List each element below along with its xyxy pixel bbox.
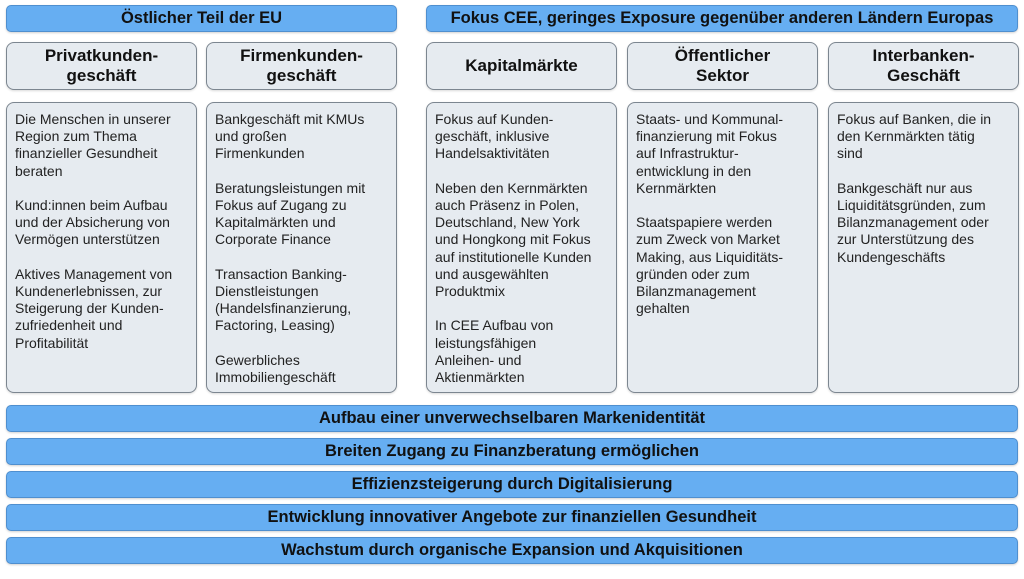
segment-body-public-sector: Staats- und Kommunal- finanzierung mit F… — [627, 102, 818, 393]
segment-body-capital-markets: Fokus auf Kunden- geschäft, inklusive Ha… — [426, 102, 617, 393]
banner-label: Aufbau einer unverwechselbaren Markenide… — [318, 409, 706, 427]
segment-body-interbank: Fokus auf Banken, die in den Kernmärkten… — [828, 102, 1019, 393]
banner-eastern-eu: Östlicher Teil der EU — [6, 5, 397, 32]
banner-label: Wachstum durch organische Expansion und … — [281, 541, 743, 559]
segment-header-retail: Privatkunden- geschäft — [6, 42, 197, 90]
segment-body-corporate: Bankgeschäft mit KMUs und großen Firmenk… — [206, 102, 397, 393]
banner-digitalisation: Effizienzsteigerung durch Digitalisierun… — [6, 471, 1018, 498]
segment-header-corporate: Firmenkunden- geschäft — [206, 42, 397, 90]
segment-paragraph: Die Menschen in unserer Region zum Thema… — [15, 111, 171, 179]
banner-label: Effizienzsteigerung durch Digitalisierun… — [351, 475, 673, 493]
segment-paragraph: Bankgeschäft nur aus Liquiditätsgründen,… — [837, 179, 989, 265]
banner-innovative-offers: Entwicklung innovativer Angebote zur fin… — [6, 504, 1018, 531]
segment-paragraph: Beratungsleistungen mit Fokus auf Zugang… — [215, 179, 366, 248]
segment-title: Öffentlicher Sektor — [674, 46, 771, 85]
segment-paragraph: Neben den Kernmärkten auch Präsenz in Po… — [435, 179, 592, 300]
segment-header-public-sector: Öffentlicher Sektor — [627, 42, 818, 90]
segment-header-capital-markets: Kapitalmärkte — [426, 42, 617, 90]
segment-paragraph: Aktives Management von Kundenerlebnissen… — [15, 265, 173, 351]
banner-label: Fokus CEE, geringes Exposure gegenüber a… — [450, 9, 994, 27]
segment-paragraph: Bankgeschäft mit KMUs und großen Firmenk… — [215, 111, 365, 162]
banner-label: Entwicklung innovativer Angebote zur fin… — [267, 508, 757, 526]
segment-paragraph: Transaction Banking- Dienstleistungen (H… — [215, 265, 352, 334]
segment-paragraph: Gewerbliches Immobiliengeschäft — [215, 351, 336, 385]
segment-paragraph: Fokus auf Banken, die in den Kernmärkten… — [837, 111, 992, 162]
segment-paragraph: In CEE Aufbau von leistungsfähigen Anlei… — [435, 317, 554, 386]
banner-label: Östlicher Teil der EU — [120, 9, 283, 27]
banner-brand-identity: Aufbau einer unverwechselbaren Markenide… — [6, 405, 1018, 432]
segment-title: Interbanken- Geschäft — [872, 46, 975, 85]
segment-paragraph: Fokus auf Kunden- geschäft, inklusive Ha… — [435, 111, 554, 162]
segment-title: Firmenkunden- geschäft — [240, 46, 363, 85]
segment-paragraph: Kund:innen beim Aufbau und der Absicheru… — [15, 197, 170, 248]
banner-label: Breiten Zugang zu Finanzberatung ermögli… — [324, 442, 700, 460]
banner-growth: Wachstum durch organische Expansion und … — [6, 537, 1018, 564]
banner-focus-cee: Fokus CEE, geringes Exposure gegenüber a… — [426, 5, 1018, 32]
segment-body-retail: Die Menschen in unserer Region zum Thema… — [6, 102, 197, 393]
segment-header-interbank: Interbanken- Geschäft — [828, 42, 1019, 90]
segment-title: Privatkunden- geschäft — [44, 46, 159, 85]
segment-paragraph: Staatspapiere werden zum Zweck von Marke… — [636, 214, 784, 317]
segment-paragraph: Staats- und Kommunal- finanzierung mit F… — [636, 111, 784, 196]
banner-financial-advice-access: Breiten Zugang zu Finanzberatung ermögli… — [6, 438, 1018, 465]
segment-title: Kapitalmärkte — [465, 56, 578, 75]
